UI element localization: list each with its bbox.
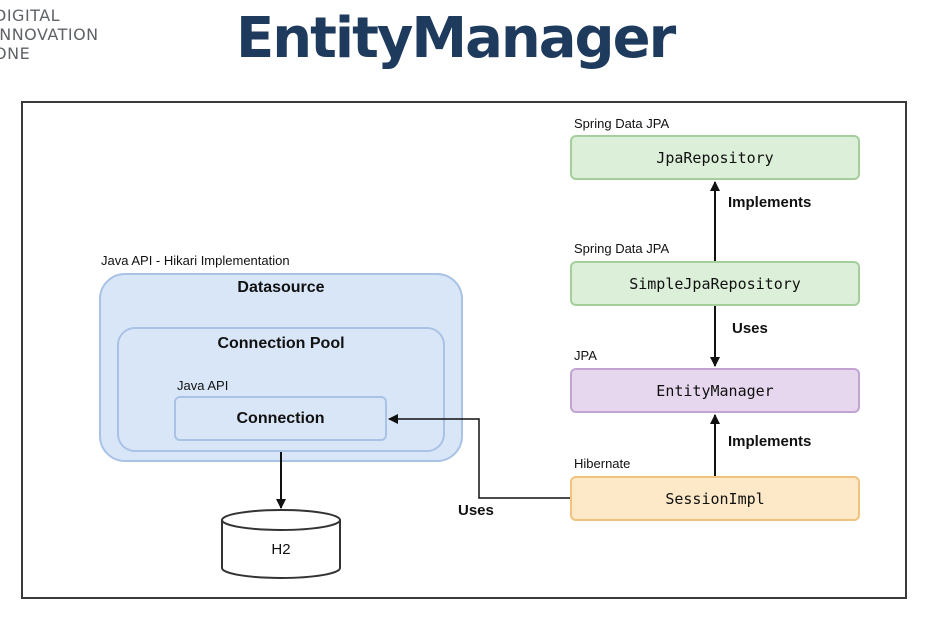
edge-label-uses-left: Uses xyxy=(458,502,494,519)
logo: DIGITAL INNOVATION ONE xyxy=(0,6,99,63)
arrow-session-to-connection xyxy=(388,414,570,499)
jpa-repository-box: JpaRepository xyxy=(570,135,860,180)
connection-pool-title: Connection Pool xyxy=(217,335,345,352)
entity-manager-group-label: JPA xyxy=(574,348,597,363)
edge-label-implements-top: Implements xyxy=(728,194,812,211)
logo-line-1: DIGITAL xyxy=(0,6,61,25)
session-impl-box: SessionImpl xyxy=(570,476,860,521)
connection-box: Connection xyxy=(174,396,387,441)
simple-jpa-repository-group-label: Spring Data JPA xyxy=(574,241,670,256)
datasource-title: Datasource xyxy=(237,279,325,296)
entity-manager-box: EntityManager xyxy=(570,368,860,413)
jpa-repository-group-label: Spring Data JPA xyxy=(574,116,670,131)
page-title: EntityManager xyxy=(236,6,676,71)
h2-database-label: H2 xyxy=(271,541,291,558)
edge-label-implements-bottom: Implements xyxy=(728,433,812,450)
simple-jpa-repository-box: SimpleJpaRepository xyxy=(570,261,860,306)
edge-label-uses-right: Uses xyxy=(732,320,768,337)
connection-group-label: Java API xyxy=(177,378,229,393)
h2-database-icon xyxy=(221,509,341,579)
logo-line-3: ONE xyxy=(0,44,31,63)
session-impl-group-label: Hibernate xyxy=(574,456,631,471)
datasource-group-label: Java API - Hikari Implementation xyxy=(101,253,290,268)
logo-line-2: INNOVATION xyxy=(0,25,99,44)
